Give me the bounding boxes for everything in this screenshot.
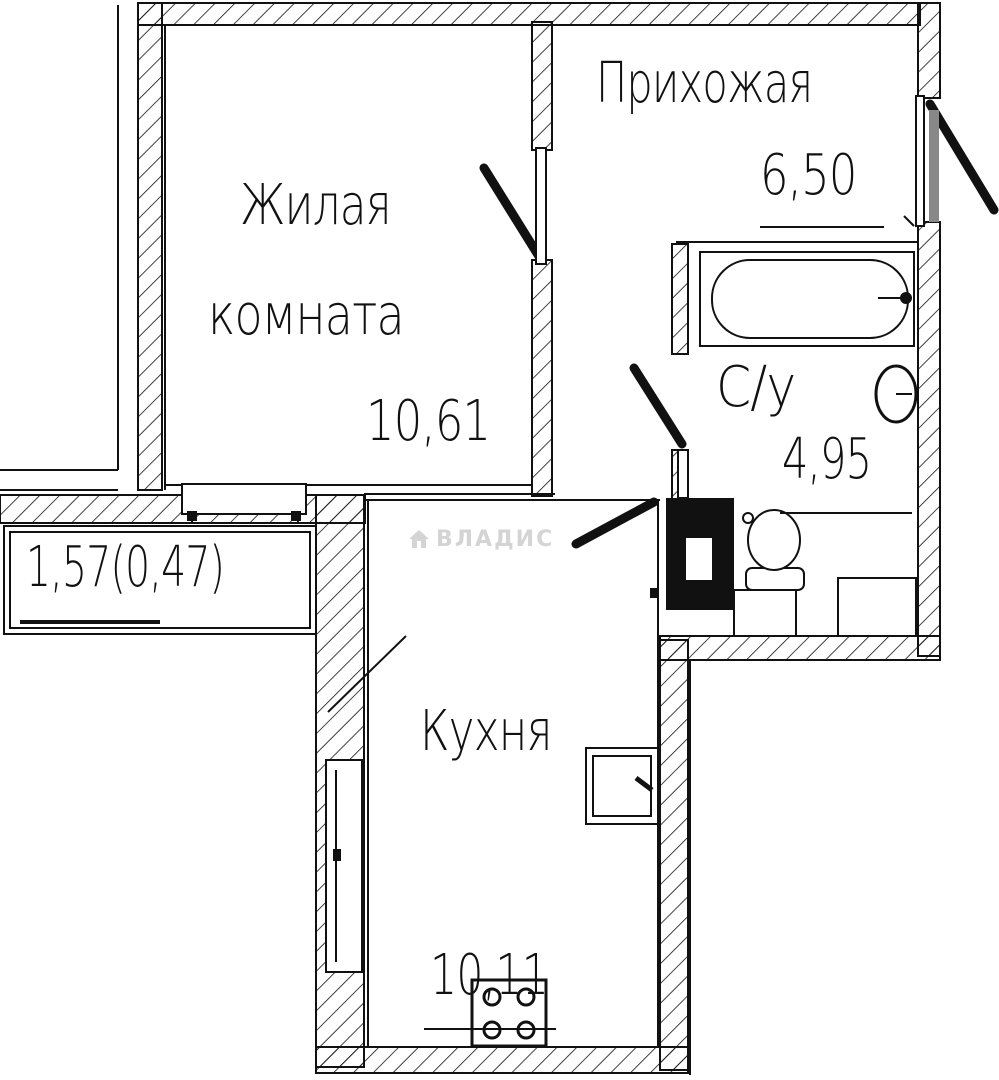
- bathroom-area: 4,95: [782, 427, 872, 492]
- watermark: ВЛАДИС: [408, 527, 554, 552]
- wall-partition-living-hall: [531, 21, 553, 151]
- bathtub: [699, 251, 915, 347]
- wall-top: [137, 2, 921, 26]
- hallway-area-underline: [760, 226, 884, 228]
- living-room-name-line1: Жилая: [240, 173, 392, 238]
- house-logo-icon: [409, 530, 429, 548]
- kitchen-sink: [585, 747, 659, 825]
- watermark-text: ВЛАДИС: [436, 527, 555, 552]
- bathroom-name: С/у: [716, 355, 796, 420]
- door-bathroom: [629, 363, 687, 449]
- wall-left-living: [137, 2, 163, 491]
- boiler: [650, 498, 734, 610]
- hallway-name: Прихожая: [596, 51, 813, 116]
- wall-kitchen-right: [659, 639, 689, 1071]
- door-jambs: [535, 95, 939, 499]
- toilet: [742, 509, 805, 591]
- wall-right-top: [917, 2, 941, 99]
- diagonal-marks: [327, 215, 915, 713]
- stove: [470, 978, 548, 1048]
- hallway-area: 6,50: [760, 143, 857, 208]
- wall-right-bath: [917, 221, 941, 657]
- doors: [479, 99, 999, 549]
- wall-bath-bottom: [659, 635, 941, 661]
- outer-lines: [0, 5, 918, 1075]
- washbasin: [874, 364, 918, 424]
- living-room-name-line2: комната: [208, 283, 405, 348]
- balcony: [3, 525, 317, 635]
- wall-partition-living-kitchen: [531, 259, 553, 497]
- living-room-area: 10,61: [366, 389, 491, 454]
- door-entrance: [925, 99, 999, 215]
- wall-bath-left: [671, 243, 689, 355]
- door-living: [479, 163, 545, 263]
- bath-misc: [733, 577, 917, 637]
- balcony-area: 1,57(0,47): [26, 535, 225, 600]
- kitchen-name: Кухня: [420, 699, 552, 764]
- door-kitchen: [571, 497, 659, 549]
- window-balcony-door: [181, 483, 307, 524]
- bathroom-area-underline: [780, 512, 912, 514]
- washbasin-icon: [874, 364, 918, 424]
- wall-bottom: [315, 1046, 689, 1074]
- kitchen-area: 10,11: [430, 943, 549, 1008]
- kitchen-window: [325, 759, 363, 973]
- kitchen-area-underline: [424, 1028, 556, 1030]
- toilet-icon: [745, 567, 805, 591]
